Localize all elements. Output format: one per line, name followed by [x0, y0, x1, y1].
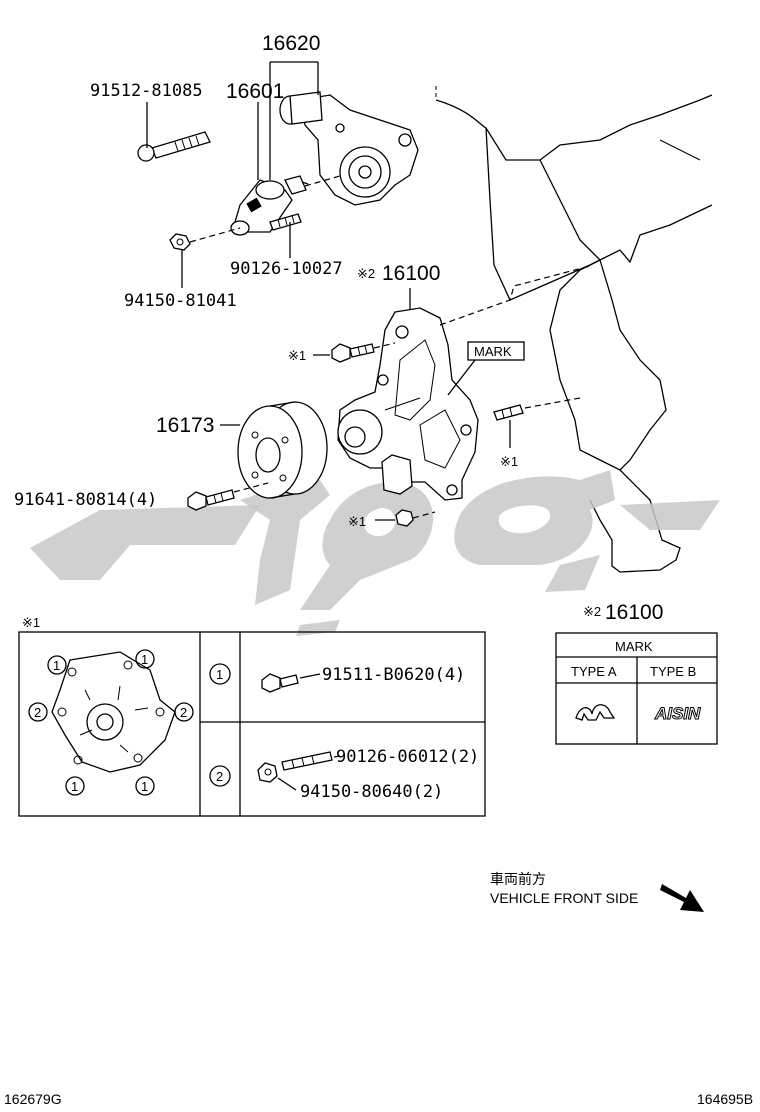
mark-table-part: 16100 [605, 601, 663, 624]
leader-lines-top [146, 61, 341, 288]
detail-row2-index: 2 [216, 769, 223, 784]
part-labels: 16620 16601 91512-81085 90126-10027 9415… [14, 32, 518, 529]
pulley-bolt-91641 [187, 489, 235, 511]
detail-part-94150-80640: 94150-80640(2) [300, 782, 443, 802]
label-91512-81085: 91512-81085 [90, 81, 203, 101]
ref1-marker-c: ※1 [348, 514, 366, 529]
tensioner-damper [230, 175, 309, 236]
detail-nut-94150 [257, 762, 297, 791]
water-pump-body [337, 307, 479, 501]
label-90126-10027: 90126-10027 [230, 259, 343, 279]
label-16601: 16601 [226, 80, 284, 103]
svg-text:1: 1 [141, 652, 148, 667]
label-94150-81041: 94150-81041 [124, 291, 237, 311]
vehicle-front-en: VEHICLE FRONT SIDE [490, 890, 638, 906]
mark-callout-box: MARK [467, 341, 525, 361]
svg-text:2: 2 [180, 705, 187, 720]
footer-right-code: 164695B [697, 1091, 753, 1107]
detail-part-90126-06012: 90126-06012(2) [336, 747, 479, 767]
svg-text:2: 2 [34, 705, 41, 720]
detail-bolt-91511 [261, 673, 321, 693]
type-a-mark-icon [575, 704, 616, 721]
engine-block-outline [435, 86, 713, 573]
ref1-marker-a: ※1 [288, 348, 306, 363]
ref2-marker-top: ※2 [357, 266, 375, 281]
bolt-91512-81085 [137, 131, 211, 162]
label-16173: 16173 [156, 414, 214, 437]
pump-bolt-upper [331, 343, 375, 363]
detail-stud-90126 [281, 751, 341, 771]
mark-callout-text: MARK [474, 344, 512, 359]
label-16620: 16620 [262, 32, 320, 55]
vehicle-front-jp: 車両前方 [490, 871, 546, 887]
vehicle-front-indicator: 車両前方 VEHICLE FRONT SIDE [490, 871, 704, 912]
nut-94150-81041 [169, 233, 191, 251]
label-91641-80814: 91641-80814(4) [14, 490, 157, 510]
leader-lines-pump [220, 265, 591, 521]
type-b-aisin-logo: AISIN [654, 704, 702, 724]
detail-ref1-title: ※1 [22, 615, 40, 630]
mark-table-type-a: TYPE A [571, 664, 617, 679]
mark-table: ※2 16100 MARK TYPE A TYPE B AISIN [555, 601, 718, 745]
label-16100-top: 16100 [382, 262, 440, 285]
vehicle-front-arrow-icon [660, 884, 704, 912]
mark-table-type-b: TYPE B [650, 664, 696, 679]
svg-text:1: 1 [53, 658, 60, 673]
ref1-marker-b: ※1 [500, 454, 518, 469]
detail-box-ref1: ※1 1 1 2 2 1 [18, 615, 486, 817]
detail-row1-index: 1 [216, 667, 223, 682]
water-pump-pulley [237, 401, 328, 499]
detail-pump-flange [51, 651, 176, 773]
mark-table-ref: ※2 [583, 604, 601, 619]
pump-nut-lower [395, 509, 414, 527]
footer-left-code: 162679G [4, 1091, 62, 1107]
tensioner-assembly [279, 91, 419, 206]
svg-text:1: 1 [71, 779, 78, 794]
mark-table-header: MARK [615, 639, 653, 654]
detail-circle-labels: 1 1 2 2 1 1 [28, 649, 194, 796]
svg-text:AISIN: AISIN [654, 704, 701, 723]
detail-part-91511: 91511-B0620(4) [322, 665, 465, 685]
svg-text:1: 1 [141, 779, 148, 794]
pump-stud-right [493, 404, 524, 421]
stud-90126-10027 [269, 213, 302, 231]
